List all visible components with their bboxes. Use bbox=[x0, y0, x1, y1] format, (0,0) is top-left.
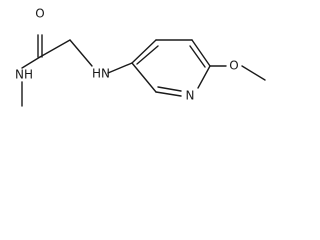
bond-ring-3 bbox=[191, 39, 211, 67]
bond-oxygen-methyl bbox=[241, 65, 266, 81]
structure-canvas: O NH HN N O bbox=[0, 0, 280, 120]
bond-ring-4 bbox=[197, 65, 211, 89]
bond-ring-1-inner bbox=[136, 45, 159, 65]
bond-carbonyl-to-ch2 bbox=[39, 39, 71, 58]
bond-ring-6 bbox=[131, 62, 157, 93]
ether-oxygen-label: O bbox=[229, 59, 238, 73]
bond-carbonyl-to-nh bbox=[21, 56, 41, 69]
bond-ring-1 bbox=[131, 39, 157, 64]
carbonyl-oxygen-label: O bbox=[35, 7, 44, 21]
molecule-structure: O NH HN N O bbox=[15, 7, 266, 107]
bond-ring-5 bbox=[155, 91, 182, 97]
bond-ch2-to-hn bbox=[69, 39, 93, 67]
amine-nitrogen-label: HN bbox=[92, 67, 110, 81]
bond-ring-5-inner bbox=[157, 86, 182, 92]
bond-hn-to-ring bbox=[107, 62, 133, 74]
bond-ring-3-inner bbox=[189, 45, 206, 68]
pyridine-nitrogen-label: N bbox=[186, 89, 195, 103]
amide-nitrogen-label: NH bbox=[15, 68, 33, 82]
